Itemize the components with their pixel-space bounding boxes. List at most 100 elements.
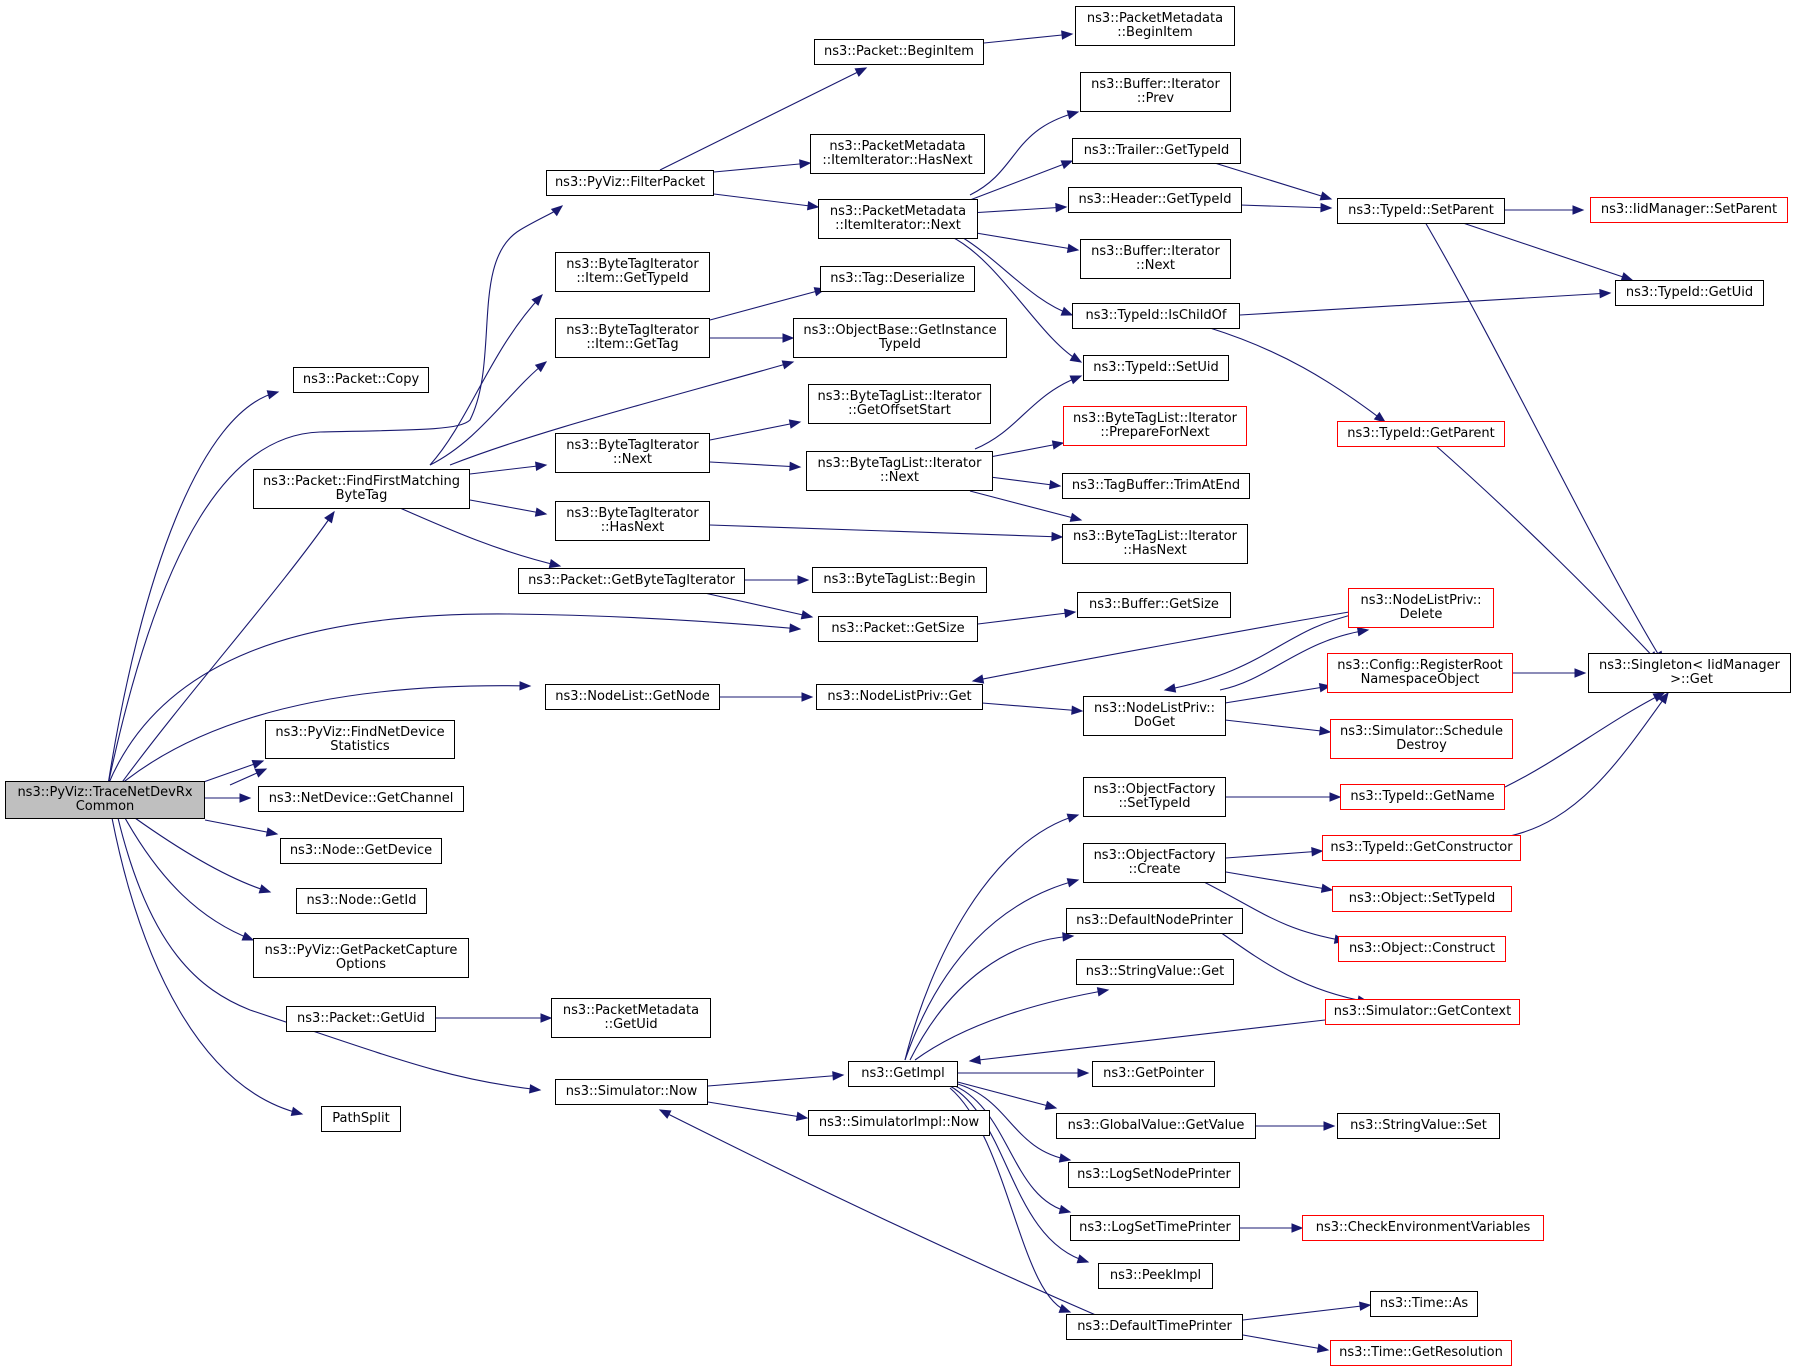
node-object-construct[interactable]: ns3::Object::Construct (1338, 936, 1506, 962)
node-getimpl[interactable]: ns3::GetImpl (848, 1061, 958, 1087)
node-nodelistpriv-doget[interactable]: ns3::NodeListPriv:: DoGet (1083, 696, 1226, 736)
node-packet-getuid[interactable]: ns3::Packet::GetUid (286, 1006, 436, 1032)
edge (469, 464, 547, 475)
node-defaultnodeprinter[interactable]: ns3::DefaultNodePrinter (1066, 908, 1243, 934)
node-logsetnodeprinter[interactable]: ns3::LogSetNodePrinter (1068, 1162, 1240, 1188)
node-node-getdevice[interactable]: ns3::Node::GetDevice (280, 838, 442, 864)
edge (1219, 931, 1369, 1003)
edge (194, 760, 264, 786)
node-peekimpl[interactable]: ns3::PeekImpl (1098, 1263, 1213, 1289)
node-defaulttimeprinter[interactable]: ns3::DefaultTimePrinter (1066, 1314, 1243, 1340)
node-singleton-iidmanager-get[interactable]: ns3::Singleton< IidManager >::Get (1588, 653, 1791, 693)
node-netdevice-getchannel[interactable]: ns3::NetDevice::GetChannel (258, 786, 464, 812)
node-simulator-scheduledestroy[interactable]: ns3::Simulator::Schedule Destroy (1330, 719, 1513, 759)
node-object-settypeid[interactable]: ns3::Object::SetTypeId (1332, 886, 1512, 912)
edge-arrowhead (1311, 847, 1324, 857)
node-typeid-getparent[interactable]: ns3::TypeId::GetParent (1337, 421, 1505, 447)
node-typeid-getconstructor[interactable]: ns3::TypeId::GetConstructor (1322, 835, 1521, 861)
node-typeid-ischildof[interactable]: ns3::TypeId::IsChildOf (1072, 303, 1240, 329)
edge (204, 819, 278, 835)
node-objectbase-getinstancetypeid[interactable]: ns3::ObjectBase::GetInstance TypeId (793, 318, 1007, 358)
edge (119, 511, 335, 786)
node-nodelistpriv-delete[interactable]: ns3::NodeListPriv:: Delete (1348, 588, 1494, 628)
node-packetmetadata-itemiterator-next[interactable]: ns3::PacketMetadata ::ItemIterator::Next (818, 199, 978, 239)
edge-arrowhead (1291, 1223, 1304, 1233)
node-nodelistpriv-get[interactable]: ns3::NodeListPriv::Get (816, 684, 983, 710)
node-header-gettypeid[interactable]: ns3::Header::GetTypeId (1068, 187, 1242, 213)
node-packet-getbytetagiterator[interactable]: ns3::Packet::GetByteTagIterator (518, 568, 745, 594)
edge (904, 814, 1079, 1061)
node-pathsplit[interactable]: PathSplit (321, 1106, 401, 1132)
node-packet-getsize[interactable]: ns3::Packet::GetSize (818, 616, 978, 642)
node-logsettimeprinter[interactable]: ns3::LogSetTimePrinter (1070, 1215, 1240, 1241)
edge (1434, 444, 1659, 663)
node-buffer-iterator-prev[interactable]: ns3::Buffer::Iterator ::Prev (1080, 72, 1231, 112)
edge-arrowhead (529, 1084, 542, 1094)
node-pyviz-filterpacket[interactable]: ns3::PyViz::FilterPacket (546, 170, 714, 196)
node-packetmetadata-getuid[interactable]: ns3::PacketMetadata ::GetUid (551, 998, 711, 1038)
node-bytetagiterator-next[interactable]: ns3::ByteTagIterator ::Next (555, 433, 710, 473)
edge (1424, 221, 1664, 663)
node-checkenvironmentvariables[interactable]: ns3::CheckEnvironmentVariables (1302, 1215, 1544, 1241)
edge (707, 1101, 808, 1119)
edge (1242, 1334, 1329, 1351)
edge-arrowhead (1574, 668, 1587, 678)
node-find-first-matching-bytetag[interactable]: ns3::Packet::FindFirstMatching ByteTag (253, 469, 470, 509)
node-pyviz-getpacketcaptureoptions[interactable]: ns3::PyViz::GetPacketCapture Options (253, 938, 469, 978)
node-config-registerrootnamespaceobject[interactable]: ns3::Config::RegisterRoot NamespaceObjec… (1327, 653, 1513, 693)
node-iidmanager-setparent[interactable]: ns3::IidManager::SetParent (1590, 197, 1788, 223)
edge (949, 1079, 1057, 1109)
edge (949, 1083, 1071, 1213)
node-globalvalue-getvalue[interactable]: ns3::GlobalValue::GetValue (1056, 1113, 1256, 1139)
node-simulator-getcontext[interactable]: ns3::Simulator::GetContext (1325, 999, 1520, 1025)
node-bytetagiterator-hasnext[interactable]: ns3::ByteTagIterator ::HasNext (555, 501, 710, 541)
edge-arrowhead (1066, 243, 1080, 253)
node-typeid-getname[interactable]: ns3::TypeId::GetName (1340, 784, 1505, 810)
edge-arrowhead (854, 67, 868, 77)
node-typeid-setparent[interactable]: ns3::TypeId::SetParent (1337, 198, 1505, 224)
node-simulatorimpl-now[interactable]: ns3::SimulatorImpl::Now (808, 1110, 990, 1136)
node-buffer-getsize[interactable]: ns3::Buffer::GetSize (1077, 592, 1231, 618)
edge (124, 817, 254, 941)
edge (914, 989, 1109, 1061)
node-stringvalue-get[interactable]: ns3::StringValue::Get (1076, 959, 1234, 985)
edge-arrowhead (324, 510, 335, 524)
node-time-getresolution[interactable]: ns3::Time::GetResolution (1330, 1340, 1512, 1366)
node-bytetagiterator-item-gettag[interactable]: ns3::ByteTagIterator ::Item::GetTag (555, 318, 710, 358)
node-bytetaglist-iterator-next[interactable]: ns3::ByteTagList::Iterator ::Next (806, 451, 993, 491)
node-bytetaglist-iterator-getoffsetstart[interactable]: ns3::ByteTagList::Iterator ::GetOffsetSt… (808, 384, 991, 424)
node-stringvalue-set[interactable]: ns3::StringValue::Set (1337, 1113, 1500, 1139)
node-trailer-gettypeid[interactable]: ns3::Trailer::GetTypeId (1072, 138, 1241, 164)
node-tag-deserialize[interactable]: ns3::Tag::Deserialize (820, 266, 975, 292)
node-packet-beginitem[interactable]: ns3::Packet::BeginItem (814, 39, 984, 65)
node-packetmetadata-itemiterator-hasnext[interactable]: ns3::PacketMetadata ::ItemIterator::HasN… (810, 134, 985, 174)
node-objectfactory-settypeid[interactable]: ns3::ObjectFactory ::SetTypeId (1083, 777, 1226, 817)
node-typeid-setuid[interactable]: ns3::TypeId::SetUid (1083, 355, 1229, 381)
node-simulator-now[interactable]: ns3::Simulator::Now (555, 1079, 708, 1105)
node-getpointer[interactable]: ns3::GetPointer (1092, 1061, 1215, 1087)
node-nodelist-getnode[interactable]: ns3::NodeList::GetNode (545, 684, 720, 710)
node-time-as[interactable]: ns3::Time::As (1370, 1291, 1478, 1317)
edge-arrowhead (1599, 288, 1612, 299)
node-bytetaglist-iterator-hasnext[interactable]: ns3::ByteTagList::Iterator ::HasNext (1062, 524, 1248, 564)
edge-arrowhead (1062, 932, 1075, 942)
node-bytetagiterator-item-gettypeid[interactable]: ns3::ByteTagIterator ::Item::GetTypeId (555, 252, 710, 292)
node-pyviz-findnetdevicestatistics[interactable]: ns3::PyViz::FindNetDevice Statistics (265, 720, 455, 759)
node-packet-copy[interactable]: ns3::Packet::Copy (293, 367, 429, 393)
node-buffer-iterator-next[interactable]: ns3::Buffer::Iterator ::Next (1080, 239, 1231, 279)
node-bytetaglist-begin[interactable]: ns3::ByteTagList::Begin (812, 567, 987, 593)
edge-arrowhead (1319, 726, 1332, 736)
edge-arrowhead (971, 674, 985, 684)
node-typeid-getuid[interactable]: ns3::TypeId::GetUid (1615, 280, 1764, 306)
node-tagbuffer-trimatend[interactable]: ns3::TagBuffer::TrimAtEnd (1062, 473, 1250, 499)
edge-arrowhead (535, 461, 548, 471)
node-objectfactory-create[interactable]: ns3::ObjectFactory ::Create (1083, 843, 1226, 883)
edge-arrowhead (534, 507, 548, 517)
edge (1204, 159, 1332, 200)
edge-arrowhead (782, 333, 795, 343)
edge (1164, 612, 1361, 691)
node-packetmetadata-beginitem[interactable]: ns3::PacketMetadata ::BeginItem (1075, 6, 1235, 46)
node-node-getid[interactable]: ns3::Node::GetId (296, 888, 427, 914)
edge-arrowhead (519, 681, 532, 691)
node-bytetaglist-iterator-preparefornext[interactable]: ns3::ByteTagList::Iterator ::PrepareForN… (1063, 406, 1247, 446)
